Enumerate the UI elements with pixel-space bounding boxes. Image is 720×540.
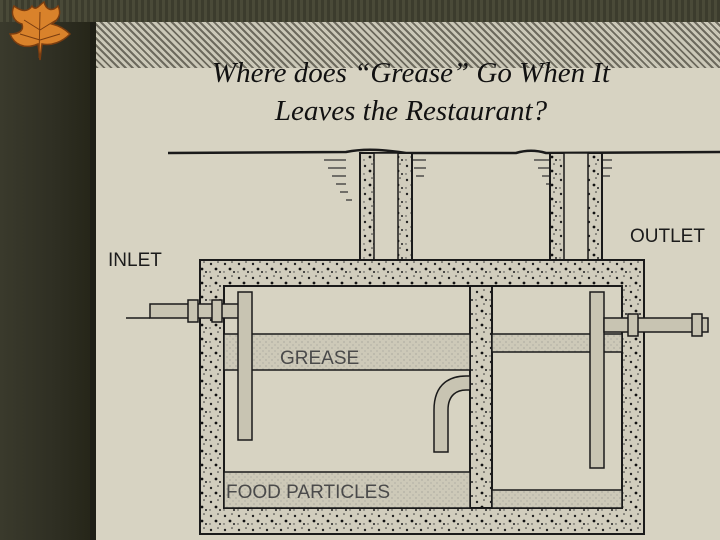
grease-layer [223, 333, 471, 371]
inlet-pipe [126, 299, 243, 323]
slide-title: Where does “Grease” Go When It Leaves th… [96, 54, 720, 130]
baffle-wall [469, 285, 493, 509]
top-border-strip [0, 0, 720, 22]
crossover-elbow [433, 375, 471, 453]
outlet-label: OUTLET [630, 226, 705, 247]
inlet-label: INLET [108, 250, 162, 271]
chamber-1 [223, 285, 471, 509]
slide-panel: Where does “Grease” Go When It Leaves th… [90, 22, 720, 540]
inlet-riser-shaft [373, 152, 399, 264]
autumn-leaf-icon [8, 0, 72, 61]
title-line-2: Leaves the Restaurant? [274, 95, 548, 127]
outlet-riser-shaft [563, 152, 589, 264]
inlet-tee [237, 291, 253, 441]
outlet-tee [589, 291, 605, 469]
title-line-1: Where does “Grease” Go When It [211, 57, 611, 89]
ground-line [167, 148, 720, 155]
grease-label: GREASE [280, 348, 360, 369]
grease-trap-diagram [126, 148, 720, 535]
outlet-pipe [603, 313, 709, 337]
food-layer-2 [491, 489, 623, 509]
title-texture-band [96, 22, 720, 68]
food-layer [223, 471, 471, 509]
food-particles-label: FOOD PARTICLES [226, 482, 390, 503]
left-border-strip [0, 0, 90, 540]
